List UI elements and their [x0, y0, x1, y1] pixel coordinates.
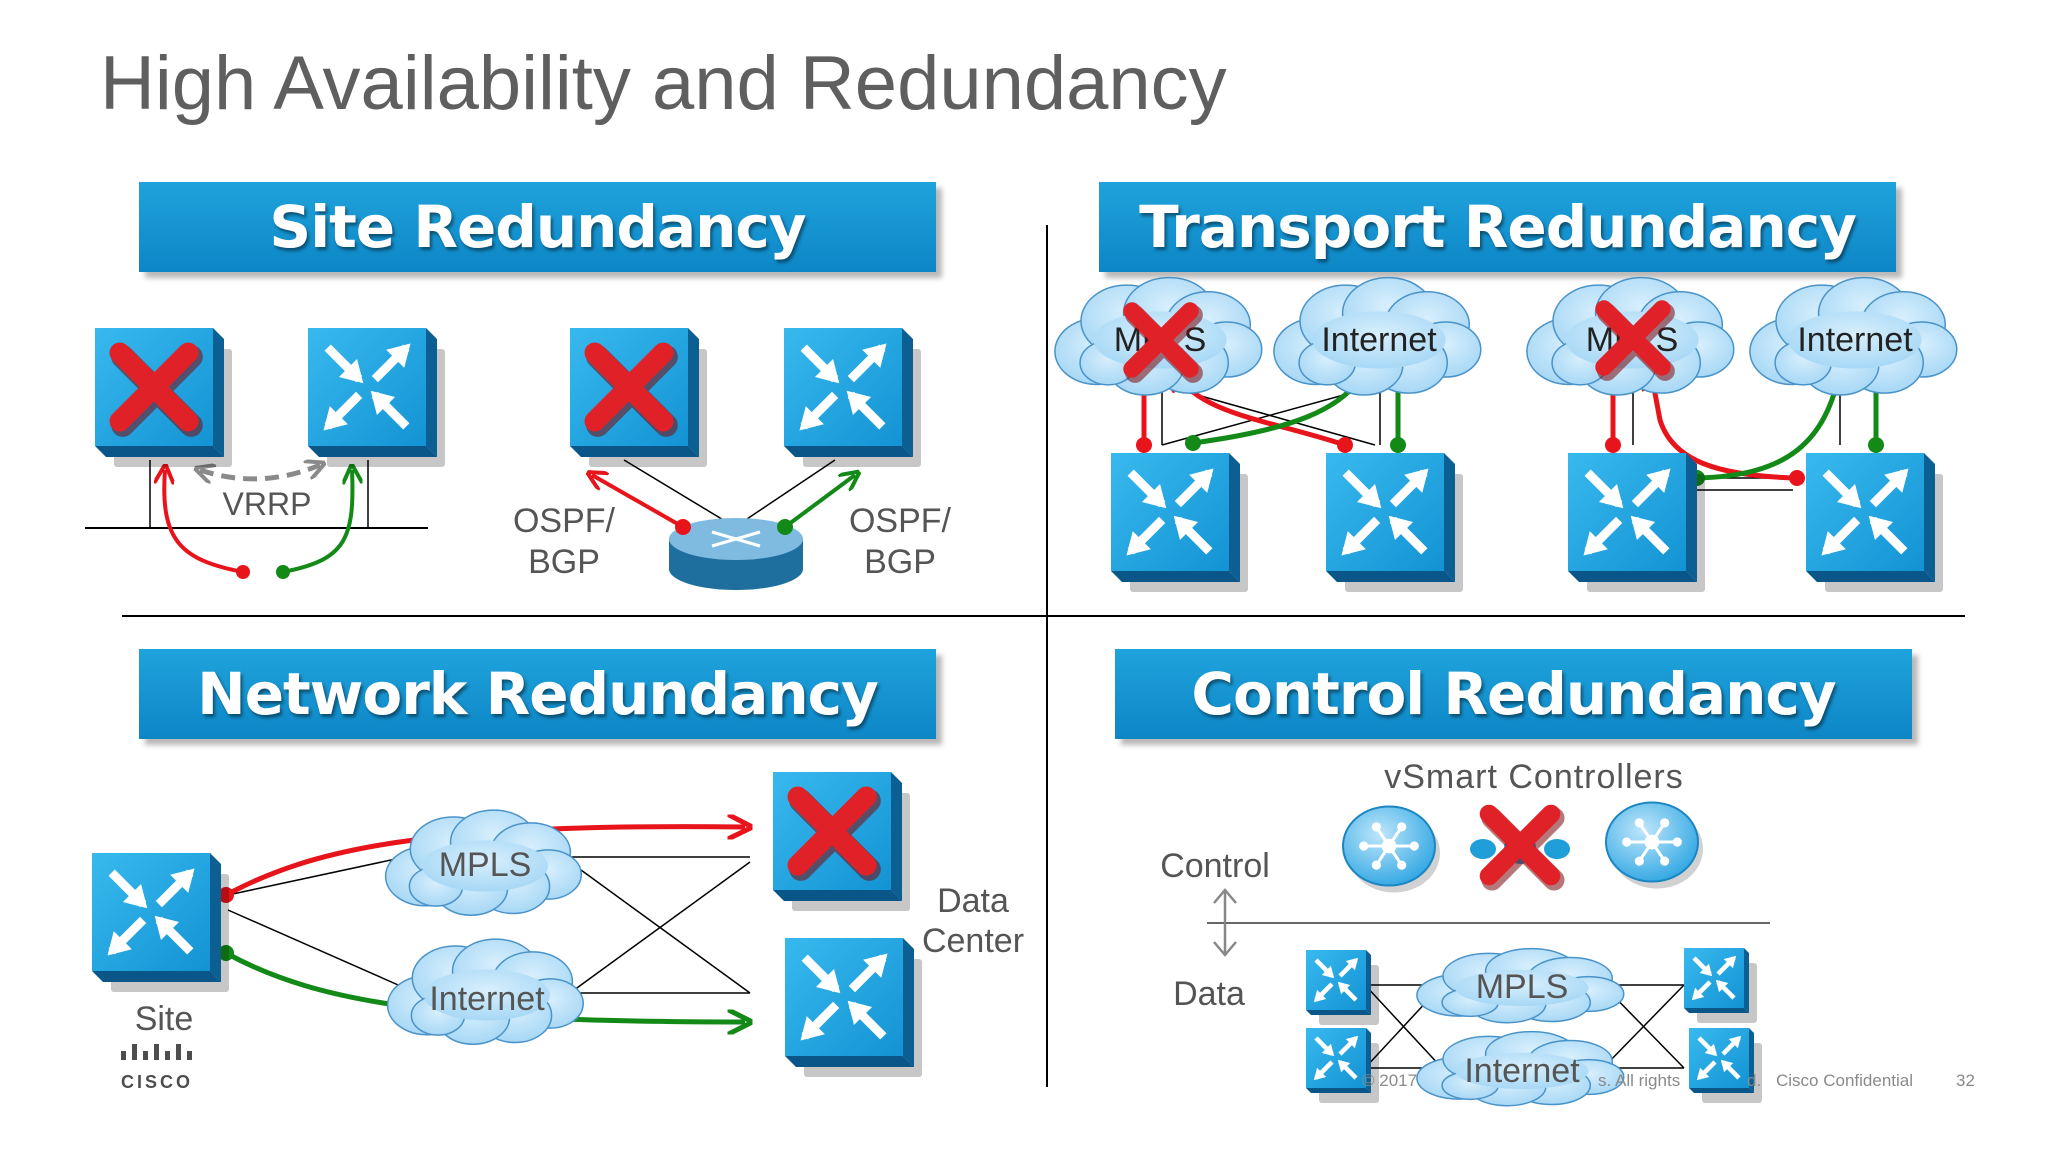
slide-title: High Availability and Redundancy — [100, 41, 1227, 126]
switch-icon — [1306, 950, 1379, 1025]
path-endpoint — [1390, 437, 1406, 453]
path-endpoint — [218, 887, 234, 903]
site-link — [623, 459, 736, 528]
site-active-path — [282, 470, 352, 574]
control-link — [1602, 984, 1685, 1069]
switch-icon — [1684, 948, 1757, 1023]
path-endpoint — [276, 565, 290, 579]
path-endpoint — [218, 945, 234, 961]
cloud-label-internet: Internet — [1321, 321, 1437, 359]
footer-copyright: © 2017 — [1362, 1071, 1418, 1090]
control-redundancy-banner: Control Redundancy — [1115, 649, 1912, 739]
failure-x-icon — [1595, 300, 1675, 381]
cloud-label-mpls: MPLS — [1476, 968, 1569, 1006]
icon-layer — [92, 276, 1958, 1107]
site-redundancy-banner: Site Redundancy — [139, 182, 936, 272]
transport-active-path — [1696, 372, 1840, 481]
cloud-icon — [386, 938, 584, 1045]
failure-x-icon — [584, 342, 678, 437]
ospf-bgp-label-right: BGP — [864, 543, 936, 581]
data-plane-label: Data — [1173, 975, 1245, 1013]
cloud-icon — [1416, 1030, 1625, 1107]
switch-icon — [1689, 1028, 1762, 1103]
switch-icon — [308, 328, 445, 467]
path-endpoint — [1185, 435, 1201, 451]
network-link — [227, 909, 406, 989]
site-label: Site — [135, 1000, 194, 1038]
ospf-bgp-label-right: OSPF/ — [849, 502, 952, 540]
vsmart-controller-icon — [1605, 801, 1703, 889]
transport-redundancy-banner: Transport Redundancy — [1099, 182, 1896, 272]
cloud-icon — [384, 809, 582, 916]
cisco-wordmark: CISCO — [121, 1072, 193, 1092]
network-redundancy-banner: Network Redundancy — [139, 649, 936, 739]
switch-icon — [785, 938, 922, 1077]
path-endpoint — [1337, 437, 1353, 453]
path-endpoint — [675, 519, 691, 535]
path-endpoint — [1789, 470, 1805, 486]
switch-icon — [1111, 453, 1248, 592]
footer-confidential: Cisco Confidential — [1776, 1071, 1914, 1090]
path-endpoint — [1868, 437, 1884, 453]
failure-mark-layer — [1123, 300, 1675, 383]
cisco-logo: CISCO — [121, 1044, 193, 1092]
cloud-label-internet: Internet — [1464, 1052, 1580, 1090]
site-link — [734, 459, 836, 528]
ospf-bgp-label-left: BGP — [528, 543, 600, 581]
switch-icon — [92, 853, 229, 992]
cloud-label-internet: Internet — [1797, 321, 1913, 359]
path-endpoint — [236, 565, 250, 579]
site-active-path — [783, 475, 855, 529]
footer-rights: d. — [1747, 1071, 1762, 1090]
cloud-label-mpls: MPLS — [439, 846, 532, 884]
updown-arrow-icon — [1213, 888, 1237, 957]
site-failed-path — [164, 470, 244, 574]
failure-x-icon — [1479, 804, 1565, 891]
path-endpoint — [1136, 437, 1152, 453]
page-number: 32 — [1956, 1071, 1975, 1090]
network-link — [227, 856, 406, 896]
switch-icon — [1568, 453, 1705, 592]
switch-icon — [1326, 453, 1463, 592]
cloud-icon — [1416, 947, 1625, 1024]
site-failed-path — [592, 475, 684, 529]
footer-rights: s. All rights — [1598, 1071, 1681, 1090]
path-endpoint — [777, 519, 793, 535]
path-endpoint — [1605, 437, 1621, 453]
ospf-bgp-label-left: OSPF/ — [513, 502, 616, 540]
cloud-label-internet: Internet — [429, 980, 545, 1018]
failure-x-icon — [109, 342, 203, 437]
control-plane-label: Control — [1160, 847, 1270, 885]
transport-failed-path — [1651, 372, 1798, 481]
router-icon — [669, 518, 803, 590]
switch-icon — [784, 328, 921, 467]
failure-x-icon — [1123, 302, 1203, 383]
datacenter-label: Center — [922, 922, 1024, 960]
switch-icon — [1306, 1028, 1379, 1103]
switch-icon — [1806, 453, 1943, 592]
cloud-icon — [1749, 276, 1958, 396]
vsmart-controller-icon — [1342, 805, 1440, 893]
failure-x-icon — [787, 786, 881, 881]
vsmart-label: vSmart Controllers — [1384, 758, 1684, 796]
datacenter-label: Data — [937, 882, 1009, 920]
network-link — [569, 861, 751, 994]
vrrp-arrow — [200, 465, 320, 479]
vrrp-label: VRRP — [223, 486, 312, 522]
network-failed-path — [224, 827, 745, 898]
cloud-icon — [1273, 276, 1482, 396]
